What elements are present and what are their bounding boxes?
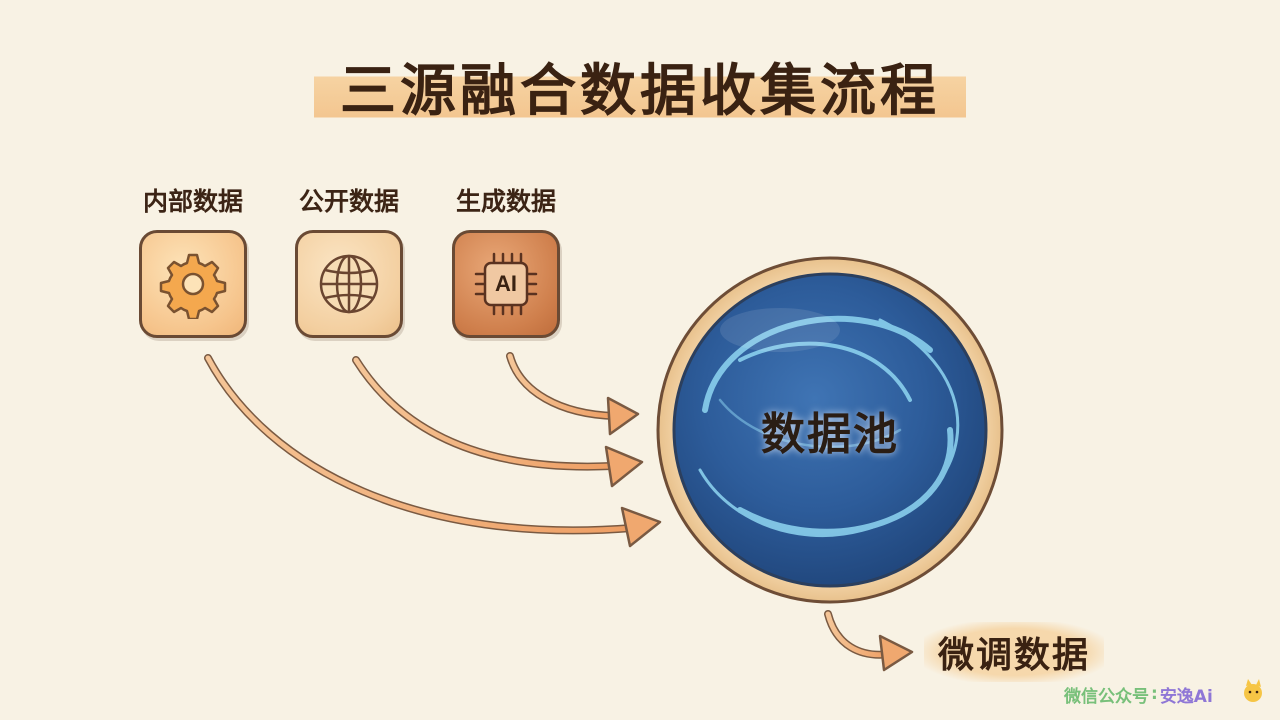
source-public-tile xyxy=(295,230,403,338)
arrow-public xyxy=(352,356,644,488)
gear-icon xyxy=(159,253,227,319)
arrow-generated xyxy=(506,352,640,436)
watermark-account: 微信公众号 xyxy=(1064,686,1149,707)
ai-chip-graphic xyxy=(474,252,538,316)
watermark-separator: : xyxy=(1151,684,1158,704)
watermark-name: 安逸Ai xyxy=(1159,686,1213,707)
source-generated-tile: AI xyxy=(452,230,560,338)
pool-label: 数据池 xyxy=(761,409,899,460)
source-internal-label: 内部数据 xyxy=(142,187,243,216)
source-generated-label: 生成数据 xyxy=(455,187,556,216)
output-label: 微调数据 xyxy=(938,635,1091,676)
output-node: 微调数据 xyxy=(924,622,1105,682)
data-pool xyxy=(656,256,1004,604)
source-public-label: 公开数据 xyxy=(298,187,399,216)
source-internal: 内部数据 xyxy=(134,182,252,338)
output-highlight: 微调数据 xyxy=(924,622,1105,682)
ai-chip-icon: AI xyxy=(470,248,542,320)
title-highlight: 三源融合数据收集流程 xyxy=(314,40,966,131)
source-generated: 生成数据 AI xyxy=(447,182,565,338)
ai-chip-text: AI xyxy=(495,271,517,296)
arrow-output xyxy=(824,610,914,672)
source-public: 公开数据 xyxy=(290,182,408,338)
cat-icon xyxy=(1244,679,1262,702)
pool-swirl xyxy=(698,315,960,538)
source-internal-tile xyxy=(139,230,247,338)
watermark: 微信公众号 : 安逸Ai xyxy=(1064,680,1274,708)
arrow-internal xyxy=(204,354,662,548)
diagram-title: 三源融合数据收集流程 xyxy=(340,59,940,124)
title-container: 三源融合数据收集流程 xyxy=(0,40,1280,131)
globe-icon xyxy=(319,254,379,314)
